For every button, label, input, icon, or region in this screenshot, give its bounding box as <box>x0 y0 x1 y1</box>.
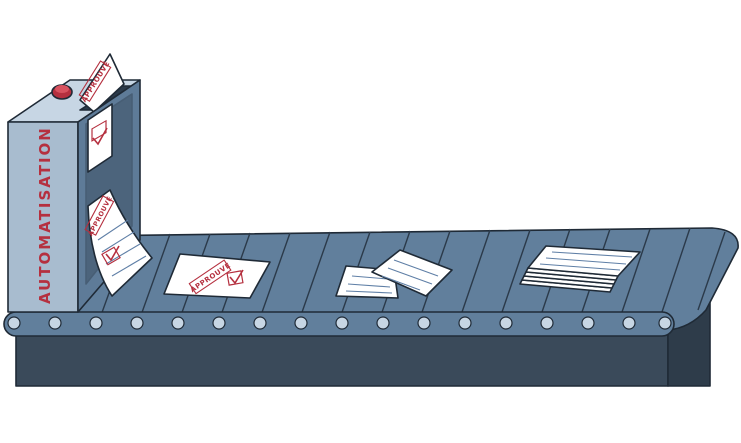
automation-machine: APPROUVÉ AUTOMATISATION <box>7 53 153 313</box>
paper-stack <box>519 245 641 293</box>
roller <box>294 316 308 330</box>
paper-sheet <box>371 249 453 297</box>
roller <box>7 316 21 330</box>
roller <box>130 316 144 330</box>
roller <box>253 316 267 330</box>
roller <box>658 316 672 330</box>
machine-label: AUTOMATISATION <box>36 126 54 304</box>
roller <box>89 316 103 330</box>
roller <box>499 316 513 330</box>
conveyor-base <box>15 287 711 387</box>
paper-inside-machine <box>87 103 113 173</box>
checkmark-icon <box>226 269 244 286</box>
roller <box>417 316 431 330</box>
checkmark-icon <box>91 119 108 146</box>
loose-papers <box>335 249 453 299</box>
roller <box>171 316 185 330</box>
roller <box>581 316 595 330</box>
roller <box>540 316 554 330</box>
roller <box>48 316 62 330</box>
roller <box>212 316 226 330</box>
checkmark-icon <box>101 245 121 266</box>
roller <box>376 316 390 330</box>
roller <box>458 316 472 330</box>
roller <box>622 316 636 330</box>
red-button-icon <box>51 84 73 100</box>
rollers <box>7 316 672 330</box>
roller <box>335 316 349 330</box>
approved-document: APPROUVÉ <box>163 253 271 299</box>
